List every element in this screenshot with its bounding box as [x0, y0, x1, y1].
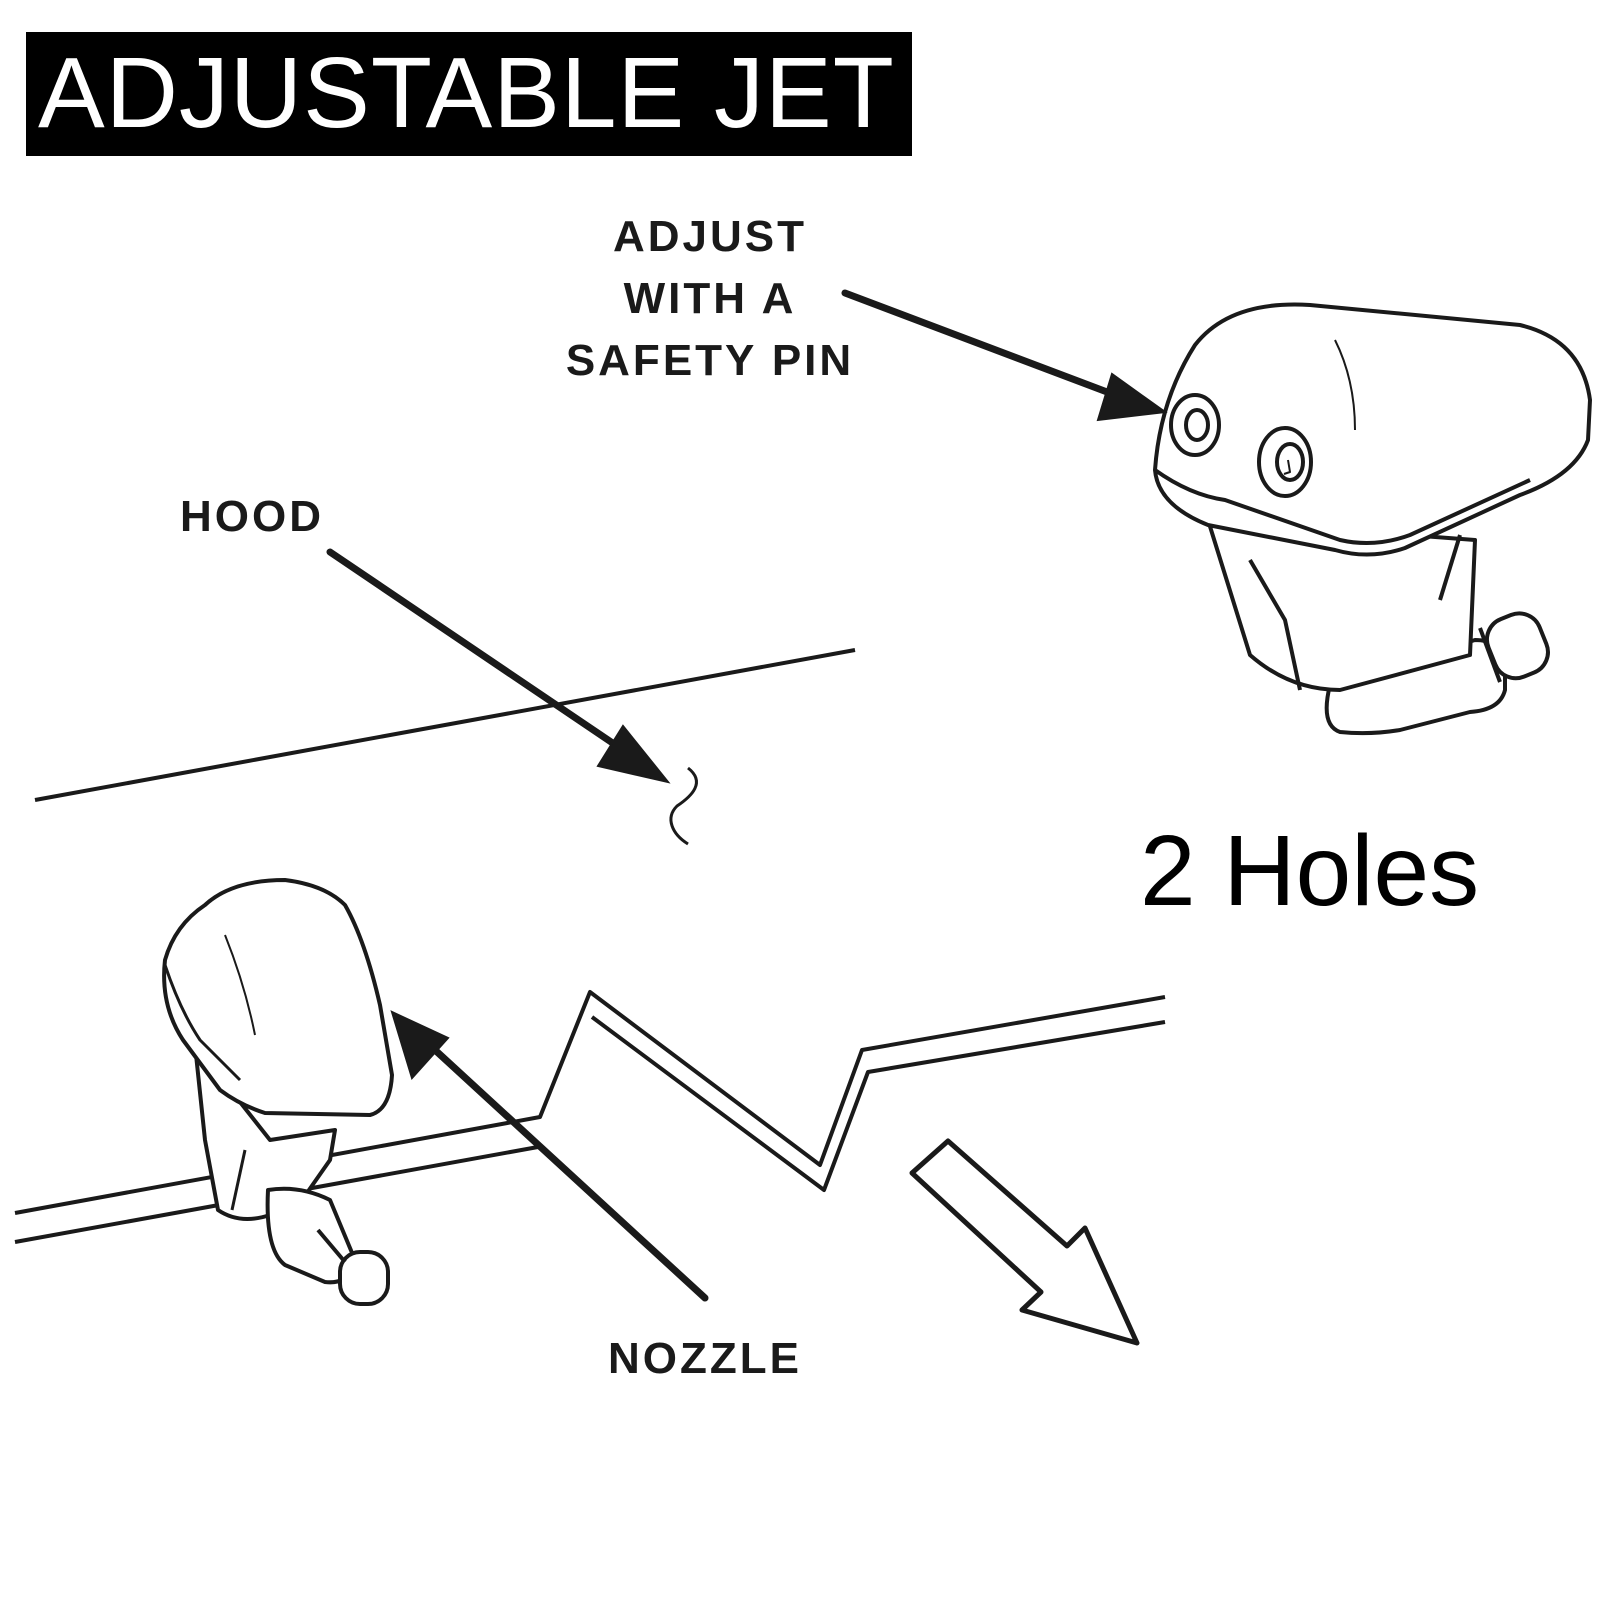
page-title: ADJUSTABLE JET: [38, 37, 895, 149]
adjust-label-line: WITH A: [623, 274, 797, 323]
pointer-arrows: [326, 289, 1168, 1302]
nozzle-arrowhead: [390, 1010, 450, 1080]
title-banner: ADJUSTABLE JET: [26, 32, 912, 156]
direction-arrow: [909, 1138, 1140, 1346]
hood-squiggle: [669, 766, 698, 846]
hood-label: HOOD: [180, 492, 324, 541]
adjust-arrowhead: [1096, 372, 1168, 422]
adjust-label-line: ADJUST: [612, 212, 808, 261]
nozzle-arrow: [431, 1046, 709, 1302]
hood-arrow: [326, 548, 624, 752]
adjust-label: ADJUST WITH A SAFETY PIN: [540, 206, 880, 392]
nozzle-label: NOZZLE: [608, 1334, 802, 1383]
large-jet-illustration: [1153, 302, 1592, 736]
small-jet-illustration: [162, 878, 394, 1306]
adjust-arrow: [841, 289, 1119, 399]
hood-edge-line: [34, 648, 856, 802]
hood-arrowhead: [596, 724, 671, 784]
holes-label: 2 Holes: [1140, 815, 1480, 927]
adjust-label-line: SAFETY PIN: [565, 336, 855, 385]
